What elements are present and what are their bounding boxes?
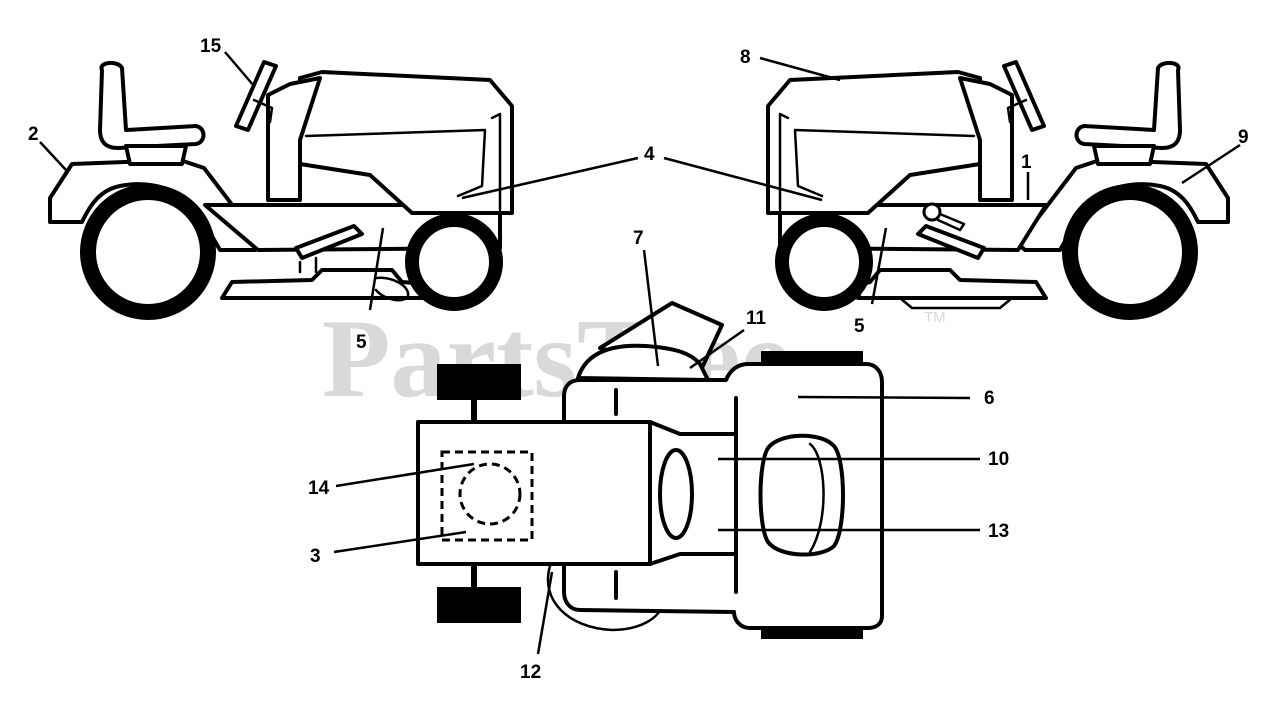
leader-5b — [870, 227, 888, 305]
tractor-top-view — [416, 301, 884, 639]
callout-5-right: 5 — [854, 316, 865, 337]
lever-right — [936, 212, 966, 232]
rear-wheel-left — [80, 184, 216, 320]
seat-right — [1074, 61, 1182, 150]
leader-8 — [759, 56, 841, 82]
front-wheel-left — [405, 213, 503, 311]
callout-3: 3 — [310, 546, 321, 567]
deck-cable-top — [546, 564, 664, 632]
leader-2 — [39, 141, 67, 171]
steering-column-left — [252, 98, 274, 124]
pedal-right — [916, 224, 986, 260]
callout-12: 12 — [520, 662, 541, 683]
leader-7 — [642, 249, 660, 367]
callout-7: 7 — [633, 228, 644, 249]
steering-column-right — [1006, 98, 1028, 124]
leader-4a — [461, 156, 639, 200]
hood-grille-right — [778, 112, 790, 212]
seat-base-left — [124, 144, 188, 166]
leader-5a — [368, 227, 385, 311]
leader-6 — [797, 395, 971, 400]
steering-top — [658, 448, 694, 540]
hood-right — [766, 70, 982, 215]
steering-wheel-left — [234, 60, 278, 132]
callout-9: 9 — [1238, 127, 1249, 148]
callout-8: 8 — [740, 47, 751, 68]
leader-15 — [224, 51, 255, 87]
front-wheel-top-lower — [437, 587, 521, 623]
rear-wheel-right — [1062, 184, 1198, 320]
callout-4: 4 — [644, 144, 655, 165]
watermark-tm: TM — [924, 309, 946, 326]
callout-10: 10 — [988, 449, 1009, 470]
dash-right — [958, 76, 1014, 202]
hood-top — [416, 420, 652, 566]
hood-panel-right — [793, 128, 976, 198]
callout-11: 11 — [746, 308, 767, 329]
seat-back-top — [808, 442, 825, 554]
seat-left — [98, 61, 206, 150]
chute-base — [576, 343, 710, 382]
front-wheel-top-upper — [437, 364, 521, 400]
callout-5-left: 5 — [356, 332, 367, 353]
callout-labels: 15 2 4 5 5 8 9 1 7 11 6 10 13 14 3 12 — [28, 36, 1249, 683]
pedal-left — [294, 224, 364, 260]
leader-4b — [663, 156, 823, 202]
seat-top — [758, 433, 845, 557]
hood-panel-left — [304, 128, 487, 198]
callout-2: 2 — [28, 124, 39, 145]
lever-knob-right — [922, 202, 942, 222]
deck-cable-left — [374, 276, 410, 302]
callout-1: 1 — [1021, 152, 1032, 173]
decal-circle-dashed — [458, 462, 522, 526]
decal-outline-dashed — [440, 450, 534, 542]
deck-chute-right — [898, 296, 1014, 310]
leader-14 — [335, 462, 475, 488]
leader-12 — [536, 571, 554, 655]
callout-13: 13 — [988, 521, 1009, 542]
seat-base-right — [1092, 144, 1156, 166]
mower-deck-right — [856, 268, 1048, 300]
pedal-link-left — [298, 256, 318, 274]
callout-6: 6 — [984, 388, 995, 409]
tractor-right-side-view — [766, 60, 1230, 320]
front-wheel-right — [775, 213, 873, 311]
dash-left — [266, 76, 322, 202]
tractor-left-side-view — [48, 60, 514, 320]
leader-3 — [333, 530, 467, 554]
leader-9 — [1181, 143, 1241, 185]
hood-grille-left — [490, 112, 502, 212]
steering-wheel-right — [1002, 60, 1046, 132]
hood-left — [298, 70, 514, 215]
leader-11 — [689, 328, 745, 370]
callout-14: 14 — [308, 478, 330, 499]
leader-lines — [39, 51, 1241, 655]
callout-15: 15 — [200, 36, 222, 57]
